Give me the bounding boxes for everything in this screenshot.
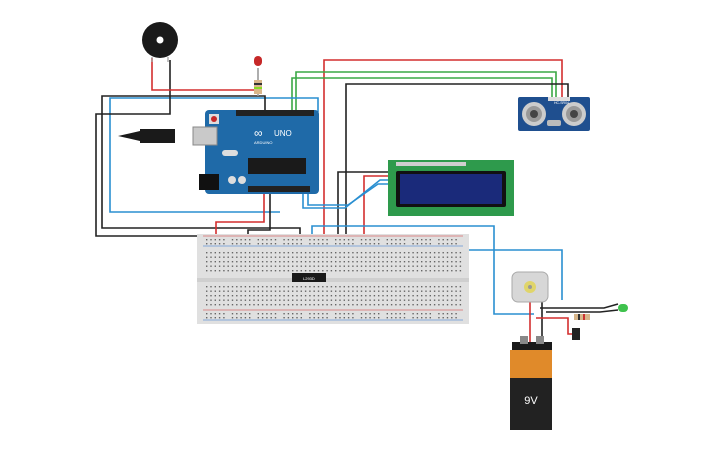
lcd-display[interactable]	[388, 160, 514, 216]
wire-black-left-loop[interactable]	[101, 95, 301, 240]
wire-green-sensor-trig[interactable]	[295, 71, 557, 112]
resistor-right[interactable]	[574, 314, 590, 320]
led-green[interactable]	[618, 304, 628, 312]
wire-blue-left-loop[interactable]	[109, 97, 319, 213]
sensor-model-label: HC-SR04	[554, 101, 569, 105]
wire-black-gnd[interactable]	[247, 192, 271, 240]
power-jack-icon	[199, 174, 219, 190]
arduino-uno[interactable]: ∞ UNO ARDUINO	[118, 110, 319, 194]
wire-black-lcd[interactable]	[337, 171, 388, 242]
battery-voltage-label: 9V	[524, 395, 538, 407]
usb-cable	[140, 129, 175, 143]
motor-driver-chip	[292, 273, 326, 282]
breadboard[interactable]: L293D	[197, 234, 469, 324]
wire-black-led[interactable]	[540, 303, 619, 309]
chip-label: L293D	[303, 276, 315, 281]
wire-red-buzzer[interactable]	[151, 58, 258, 91]
arduino-logo: ∞	[254, 126, 263, 140]
wire-red-lcd[interactable]	[363, 175, 388, 242]
arduino-brand-label: UNO	[274, 129, 292, 138]
battery-top	[510, 350, 552, 380]
arduino-board	[205, 110, 319, 194]
wire-black-sensor-gnd[interactable]	[345, 83, 569, 240]
breadboard-holes	[203, 235, 463, 321]
led-red[interactable]	[254, 56, 262, 94]
battery-bottom	[510, 378, 552, 430]
wire-red-5v[interactable]	[215, 192, 265, 240]
led-icon-green	[618, 304, 628, 312]
wire-red-sensor-vcc[interactable]	[323, 59, 563, 240]
dc-motor[interactable]	[511, 271, 549, 303]
wire-green-sensor-echo[interactable]	[291, 77, 553, 112]
battery-9v[interactable]: 9V	[510, 336, 552, 430]
switch[interactable]	[572, 328, 580, 340]
wire-black-led2[interactable]	[546, 309, 619, 313]
ultrasonic-sensor[interactable]: HC-SR04	[518, 97, 590, 131]
usb-connector-icon	[192, 126, 218, 146]
buzzer[interactable]	[142, 22, 178, 62]
led-icon	[254, 56, 262, 66]
atmega-chip	[248, 158, 306, 174]
arduino-sub-label: ARDUINO	[254, 140, 272, 145]
lcd-screen	[400, 174, 502, 204]
wire-blue-lcd-scl[interactable]	[307, 112, 388, 206]
